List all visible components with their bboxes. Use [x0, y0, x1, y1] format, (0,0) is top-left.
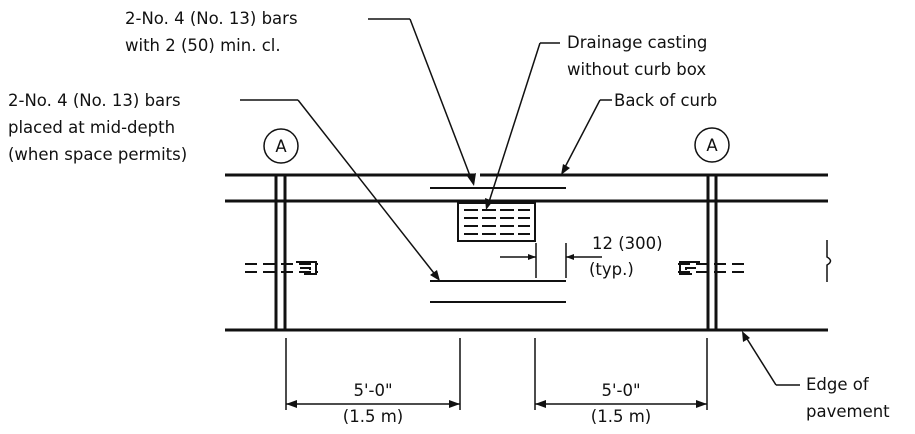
back-of-curb-leader: [561, 99, 612, 175]
mid-bars-label-line2: placed at mid-depth: [8, 118, 175, 137]
gap-dimension-label: 12 (300): [592, 234, 663, 253]
section-marker-left-circle: [263, 128, 299, 164]
top-bars-label-line1: 2-No. 4 (No. 13) bars: [125, 9, 298, 28]
right-length-dimension-m: (1.5 m): [591, 407, 651, 426]
gap-typical-label: (typ.): [589, 260, 634, 279]
left-length-dimension-m: (1.5 m): [343, 407, 403, 426]
top-bars-label-line2: with 2 (50) min. cl.: [125, 36, 281, 55]
top-bars-leader: [368, 18, 476, 186]
edge-of-pavement-leader: [742, 331, 800, 386]
left-tie-bar-symbol: [245, 261, 318, 275]
drainage-label-line1: Drainage casting: [567, 33, 707, 52]
right-length-dimension-ft: 5'-0": [601, 381, 640, 400]
section-marker-left-label: A: [275, 137, 287, 156]
right-tie-bar-symbol: [678, 261, 746, 275]
mid-bars-label-line1: 2-No. 4 (No. 13) bars: [8, 91, 181, 110]
right-length-dimension: [534, 338, 708, 410]
mid-bars-leader: [240, 99, 440, 281]
left-length-dimension-ft: 5'-0": [353, 381, 392, 400]
edge-of-pavement-label-line2: pavement: [806, 402, 890, 421]
back-of-curb-label: Back of curb: [614, 91, 717, 110]
mid-bars-label-line3: (when space permits): [8, 145, 187, 164]
drainage-leader: [485, 42, 560, 210]
drainage-casting-grate: [457, 202, 536, 242]
break-line: [826, 240, 832, 282]
edge-of-pavement-label-line1: Edge of: [806, 375, 870, 394]
drainage-label-line2: without curb box: [567, 60, 706, 79]
gap-dimension: [500, 243, 602, 278]
section-marker-right-label: A: [706, 136, 718, 155]
section-marker-right-circle: [694, 127, 730, 163]
left-length-dimension: [285, 338, 461, 410]
